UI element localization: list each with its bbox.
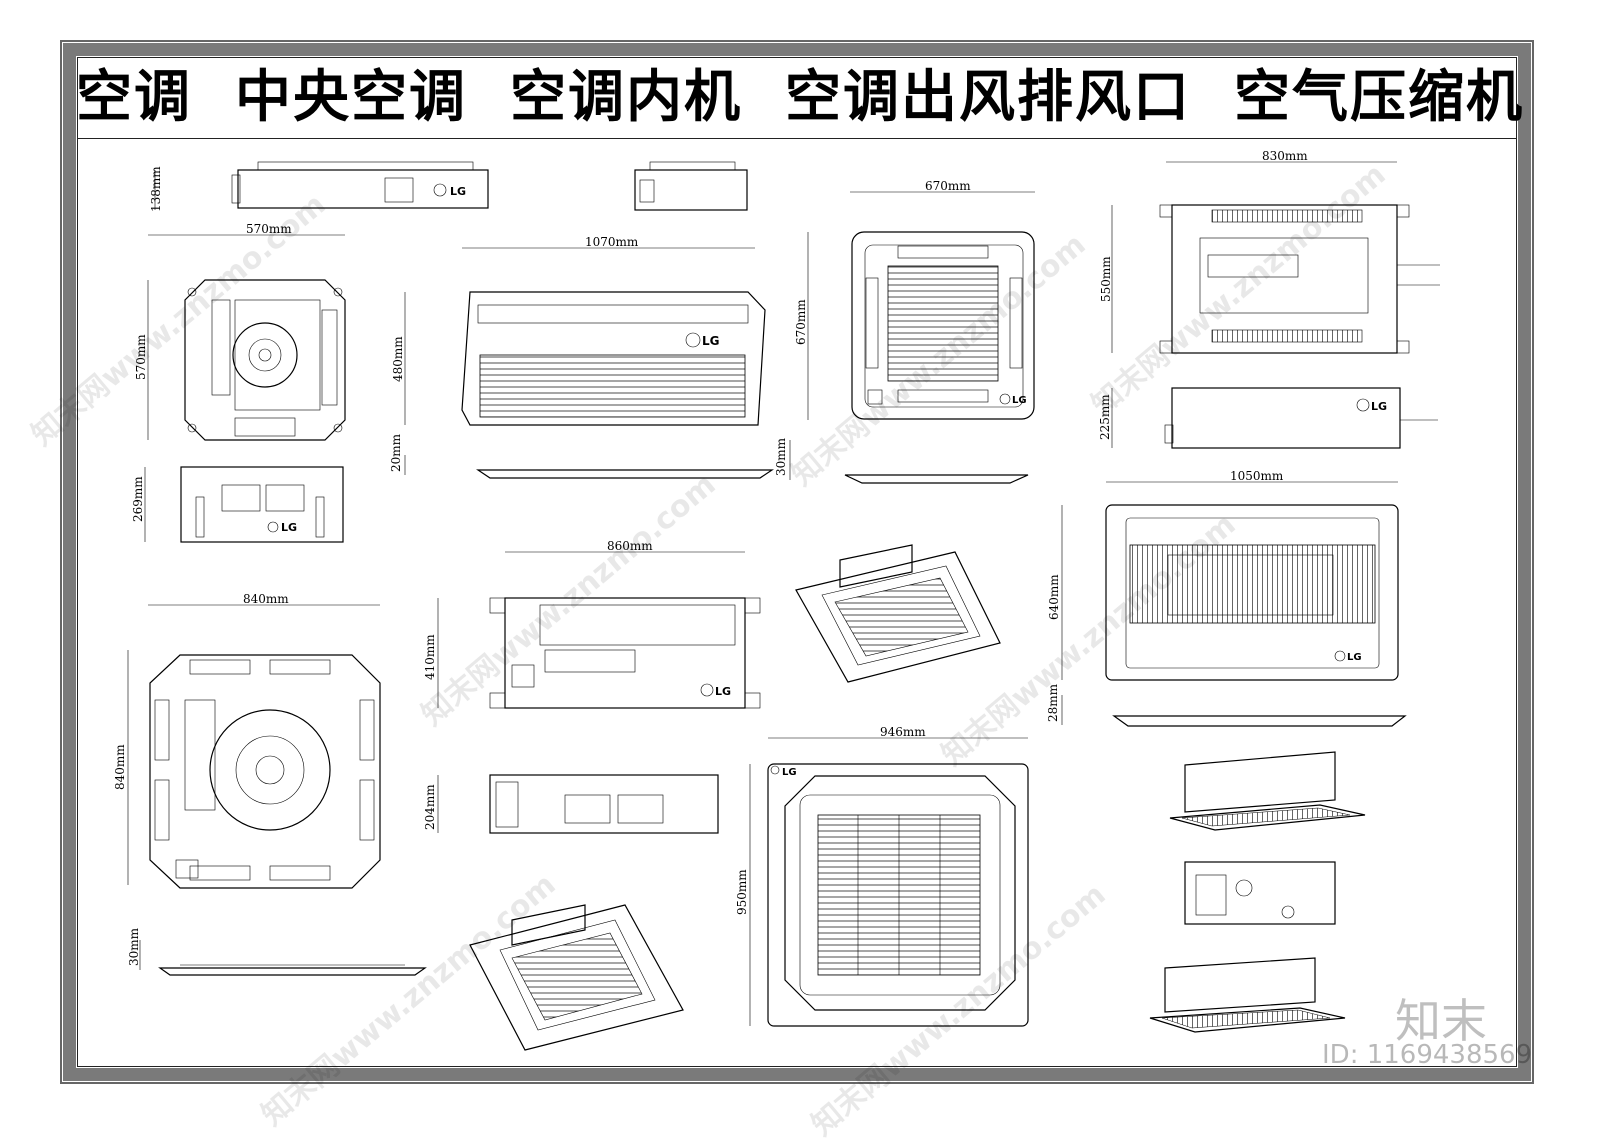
sheet-title: 空调 中央空调 空调内机 空调出风排风口 空气压缩机 [76, 65, 1524, 130]
dim-label-840-height: 840mm [113, 744, 127, 790]
dim-label-860: 860mm [607, 539, 653, 553]
unit-duct-860-top: LG [489, 597, 761, 709]
dim-label-840-width: 840mm [243, 592, 289, 606]
dim-label-204: 204mm [423, 784, 437, 830]
unit-duct-top-small [634, 161, 748, 211]
lg-logo: LG [1012, 395, 1027, 406]
dim-label-830: 830mm [1262, 149, 1308, 163]
dim-label-30-a: 30mm [774, 437, 788, 476]
unit-cassette-570-top [184, 279, 346, 441]
unit-cassette-946-front: LG [767, 763, 1029, 1027]
dim-label-28: 28mm [1046, 683, 1060, 722]
dim-label-570-height: 570mm [134, 334, 148, 380]
unit-cassette-570-side: LG [180, 466, 344, 543]
dim-label-138: 138mm [149, 166, 163, 212]
dim-label-570-width: 570mm [246, 222, 292, 236]
dim-label-1050: 1050mm [1230, 469, 1284, 483]
unit-cassette-iso-small [469, 904, 684, 1051]
title-divider [77, 138, 1517, 139]
lg-logo: LG [702, 334, 720, 348]
dim-label-950: 950mm [735, 869, 749, 915]
watermark-brand: 知末 [1395, 994, 1487, 1048]
unit-cassette-iso-mid [795, 544, 1001, 683]
dim-label-640: 640mm [1047, 574, 1061, 620]
lg-logo: LG [1347, 652, 1362, 663]
frame-band [63, 43, 1531, 1081]
unit-cassette-670-edge [844, 474, 1029, 484]
unit-duct-iso-1 [1169, 751, 1366, 831]
dimension-lines [127, 161, 1398, 1026]
unit-duct-iso-2 [1149, 957, 1346, 1033]
frame-outer [60, 40, 1534, 1084]
lg-logo: LG [782, 767, 797, 778]
dim-label-480: 480mm [391, 336, 405, 382]
dim-label-550: 550mm [1099, 256, 1113, 302]
lg-logo: LG [715, 685, 731, 698]
dim-label-670-height: 670mm [794, 299, 808, 345]
unit-ceiling-1070-front: LG [461, 291, 766, 426]
unit-ceiling-1070-edge [476, 469, 774, 479]
frame-inner [77, 57, 1517, 1067]
dim-label-30-b: 30mm [127, 927, 141, 966]
lg-logo: LG [1371, 400, 1387, 413]
lg-logo: LG [281, 521, 297, 534]
unit-duct-830-top [1159, 204, 1440, 354]
dimension-labels: 138mm 570mm 570mm 269mm 1070mm 480mm 20m… [113, 149, 1308, 966]
unit-cassette-840-edge [158, 964, 427, 976]
unit-ceiling-1050-front: LG [1105, 504, 1399, 681]
dim-label-670-width: 670mm [925, 179, 971, 193]
unit-duct-860-side [489, 774, 719, 834]
dim-label-946: 946mm [880, 725, 926, 739]
unit-cassette-840-top [149, 654, 381, 889]
unit-duct-830-side: LG [1164, 387, 1438, 449]
dim-label-410: 410mm [423, 634, 437, 680]
dim-label-225: 225mm [1098, 394, 1112, 440]
lg-logo: LG [450, 185, 466, 198]
unit-cassette-670-front: LG [851, 231, 1035, 420]
unit-side-duct-small: LG [231, 161, 489, 209]
unit-ceiling-1050-edge [1112, 715, 1407, 727]
unit-duct-side-small [1184, 861, 1336, 925]
dim-label-269: 269mm [131, 476, 145, 522]
dim-label-1070: 1070mm [585, 235, 639, 249]
watermark-id: ID: 1169438569 [1322, 1040, 1533, 1070]
dim-label-20: 20mm [389, 433, 403, 472]
